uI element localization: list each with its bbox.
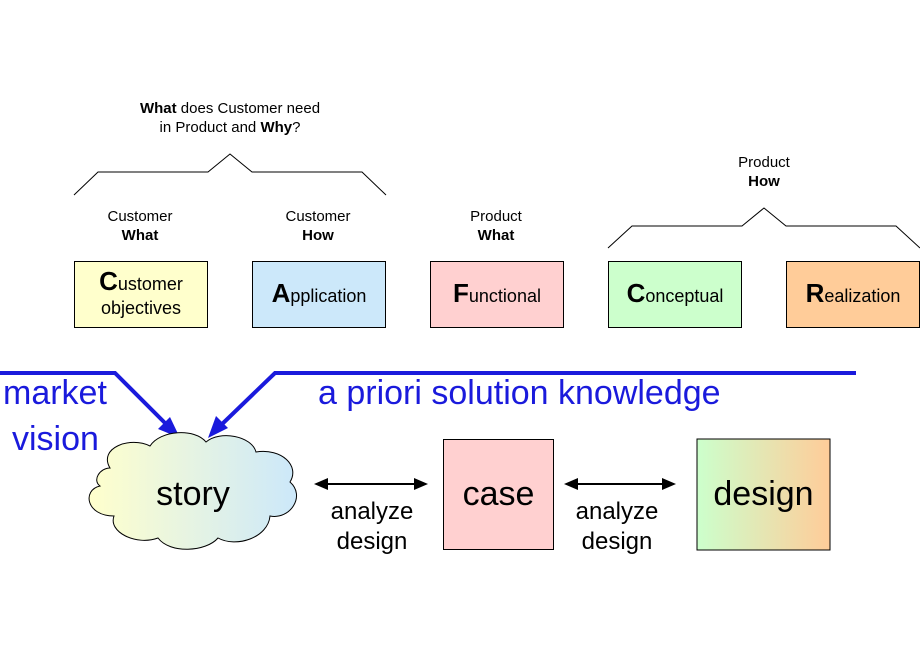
design-box-fill xyxy=(696,438,831,551)
caption-customer-what: Customer What xyxy=(107,208,173,244)
caption-product-what: Product What xyxy=(470,208,522,244)
caption-product-how: Product How xyxy=(738,154,790,190)
knowledge-arrow xyxy=(216,371,856,430)
label-market: market xyxy=(3,374,107,412)
label-vision: vision xyxy=(12,420,99,458)
box-customer-objectives: Customer objectives xyxy=(74,261,208,328)
box-functional: Functional xyxy=(430,261,564,328)
design-label: design xyxy=(713,475,814,513)
story-cloud xyxy=(88,432,297,550)
case-box: case xyxy=(443,439,554,550)
label-knowledge: a priori solution knowledge xyxy=(318,374,721,412)
arrow-label-1: analyze design xyxy=(330,498,414,555)
header-line-2: in Product and Why? xyxy=(159,119,301,136)
double-arrow-2 xyxy=(564,478,676,490)
box-conceptual: Conceptual xyxy=(608,261,742,328)
arrow-label-2: analyze design xyxy=(575,498,659,555)
box-application: Application xyxy=(252,261,386,328)
knowledge-arrowhead xyxy=(208,416,228,438)
caption-customer-how: Customer How xyxy=(285,208,351,244)
design-box: design xyxy=(697,439,830,550)
brace-product-how xyxy=(607,207,920,249)
market-vision-arrow xyxy=(0,371,172,430)
case-label: case xyxy=(462,475,535,513)
brace-customer xyxy=(73,153,387,196)
story-label: story xyxy=(156,475,230,513)
header-line-1: What does Customer need xyxy=(139,100,321,117)
box-realization: Realization xyxy=(786,261,920,328)
double-arrow-1 xyxy=(314,478,428,490)
header-question: What does Customer need in Product and W… xyxy=(100,99,360,137)
